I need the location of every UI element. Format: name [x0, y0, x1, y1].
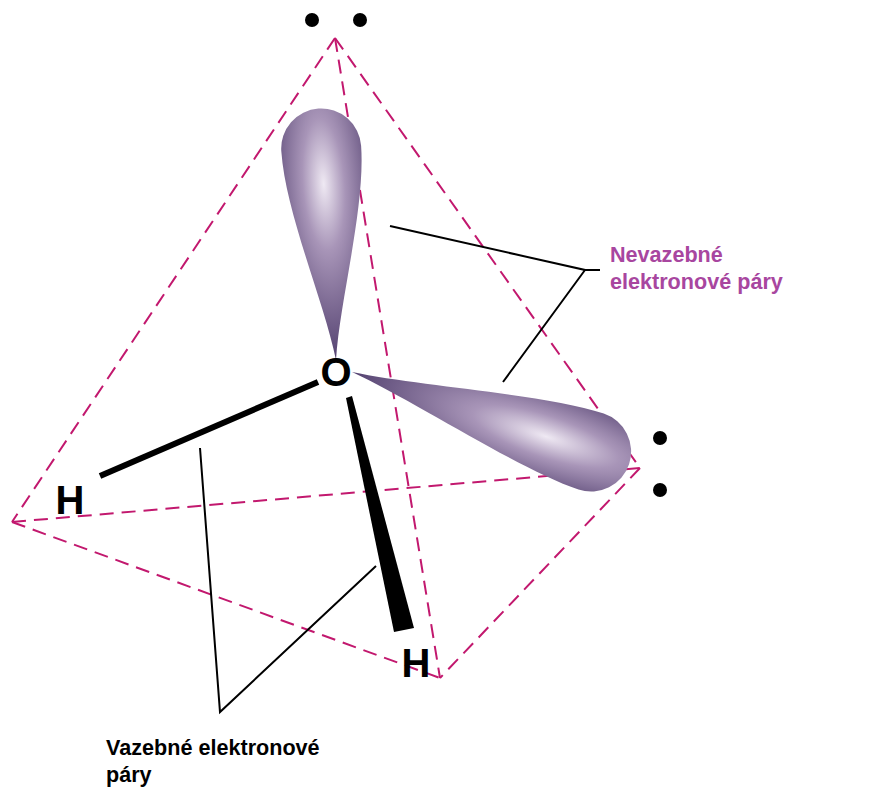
callout-label: Vazebné elektronové páry	[106, 735, 322, 789]
bond-wedge	[346, 396, 414, 632]
leader-line	[200, 226, 600, 712]
callout-label: Nevazebné elektronové páry	[610, 242, 785, 296]
atom-symbol: O	[320, 352, 351, 392]
lone-pair-lobe	[339, 334, 641, 502]
atom-symbol: H	[56, 480, 85, 520]
tetrahedron-outline	[12, 38, 640, 678]
atom-symbol: H	[402, 643, 431, 683]
bond-line	[100, 382, 318, 476]
lone-pair-lobe	[279, 106, 376, 363]
